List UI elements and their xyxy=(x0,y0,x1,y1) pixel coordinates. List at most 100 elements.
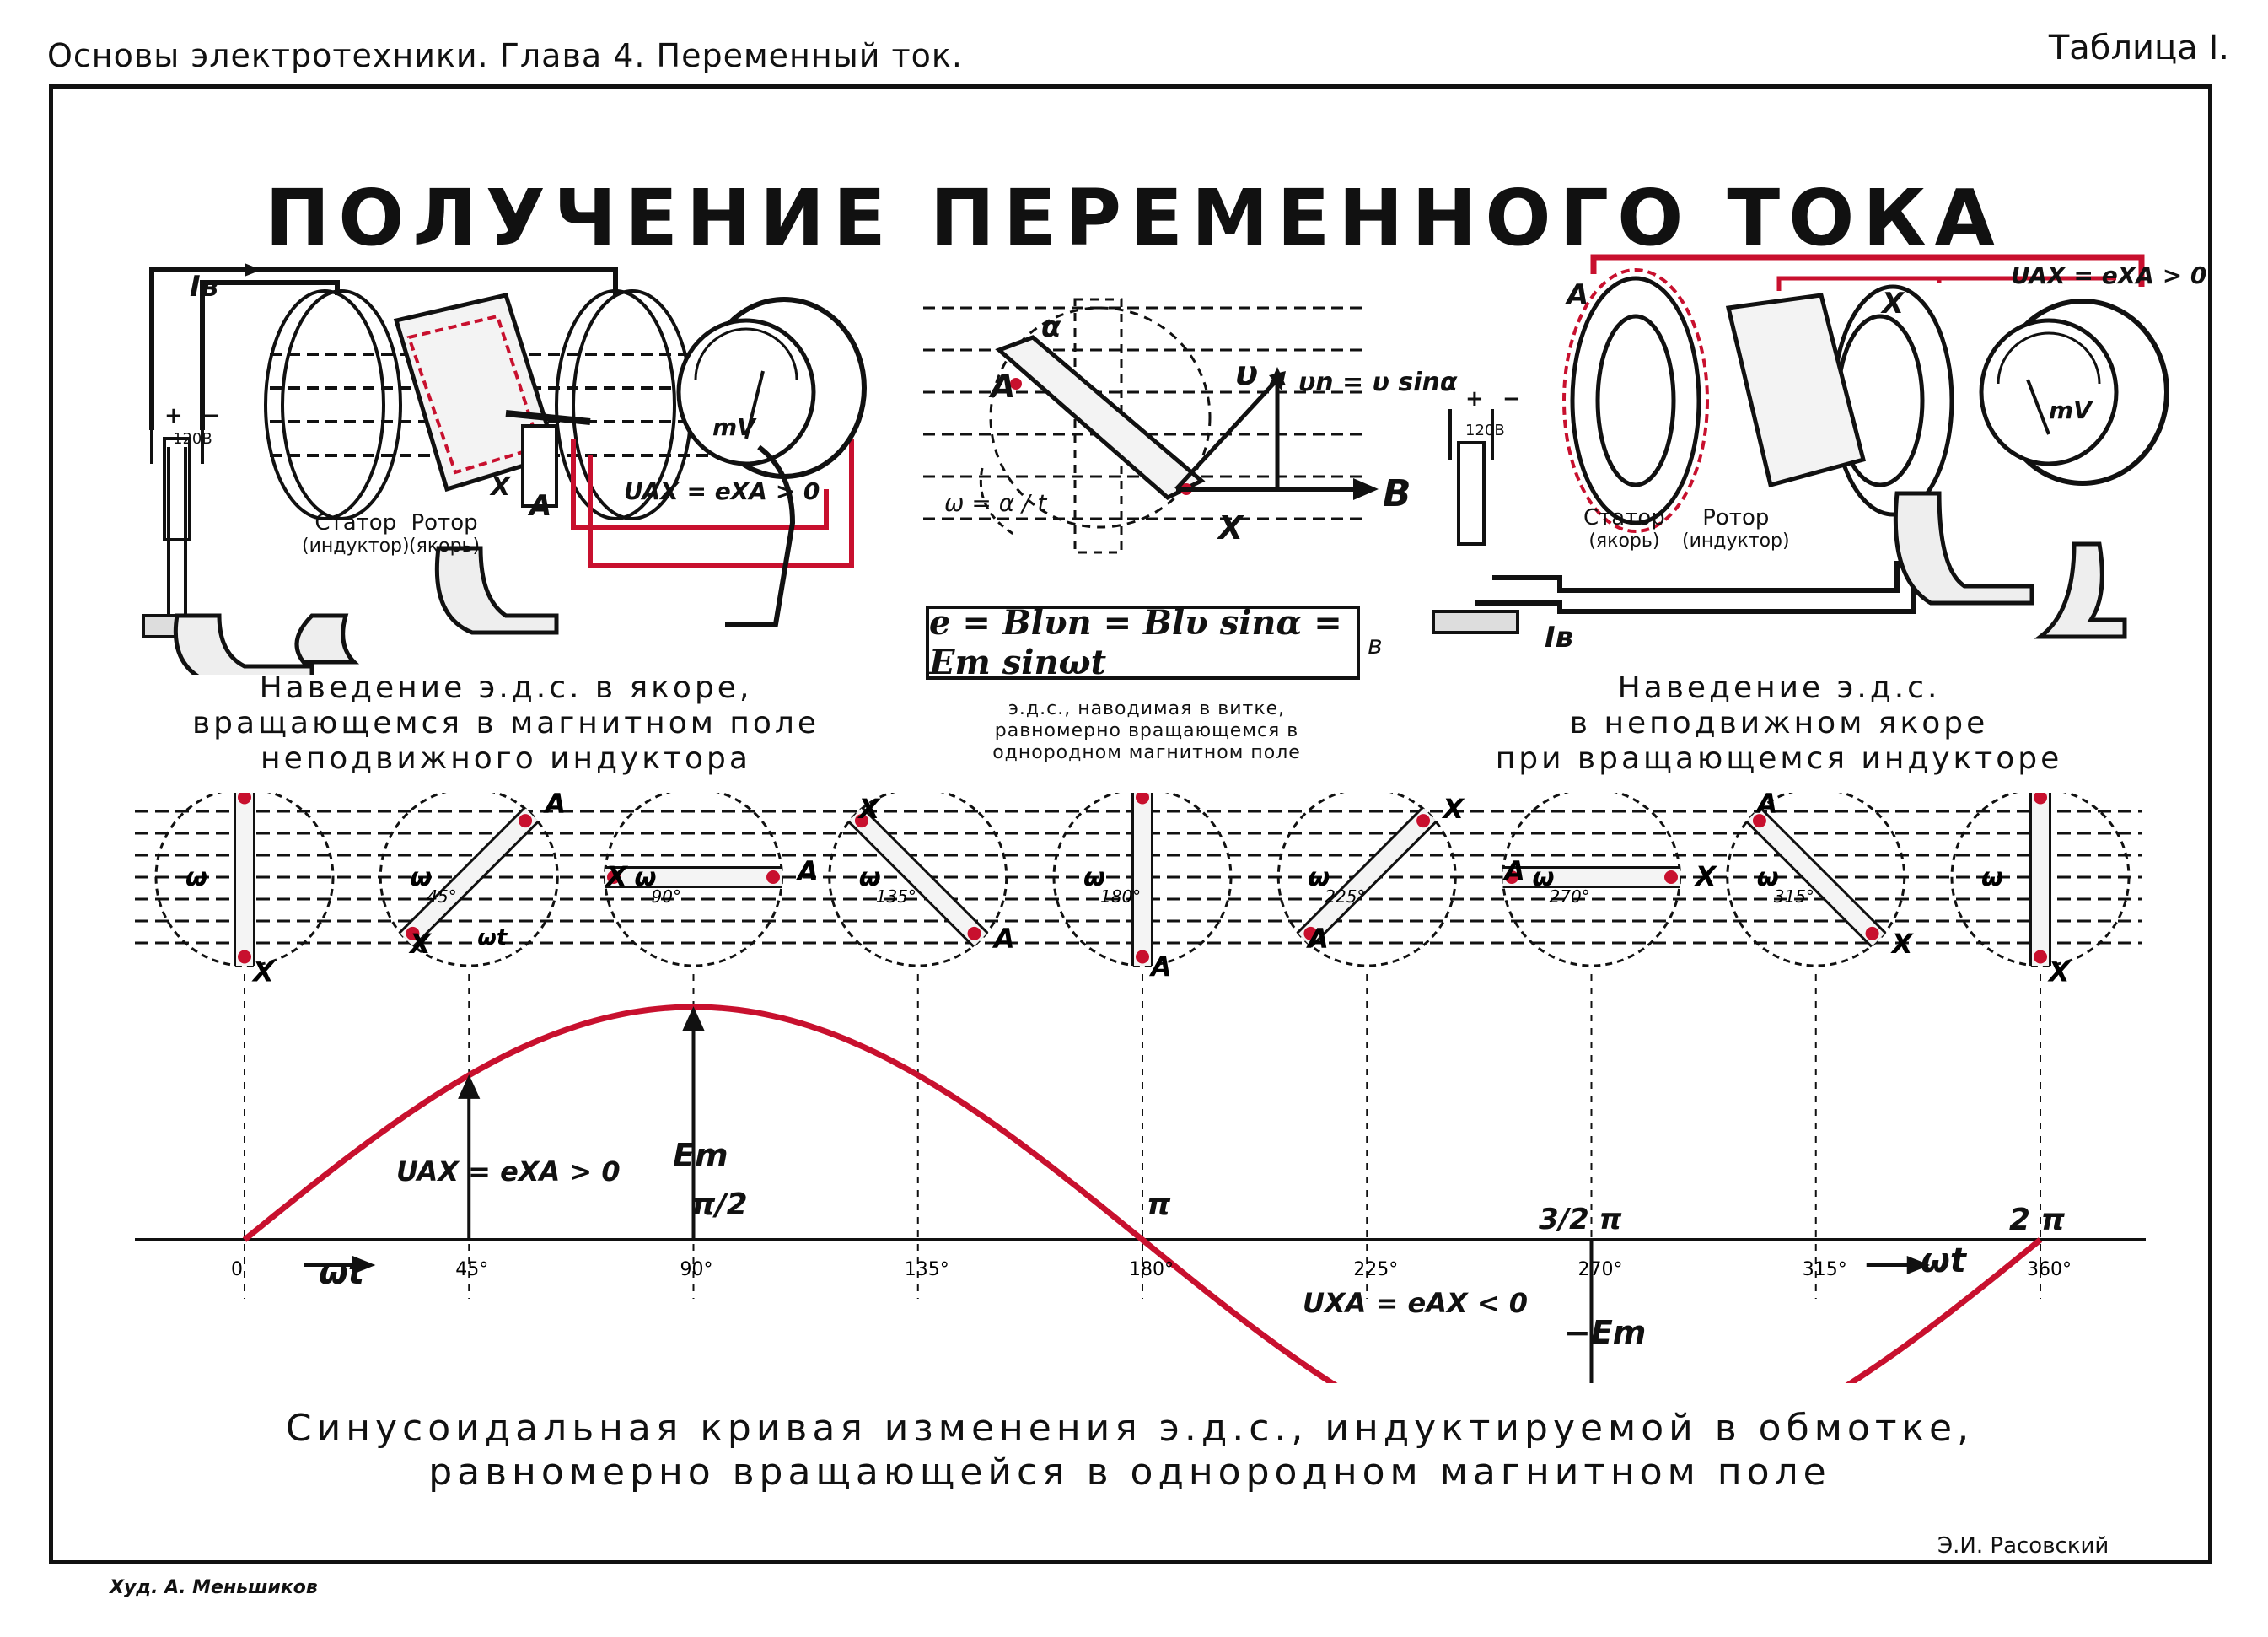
right-voltmeter-unit: mV xyxy=(2049,396,2092,424)
conductor-a xyxy=(1136,950,1149,964)
emf-formula: e = Blυn = Blυ sinα = Em sinωt xyxy=(929,603,1342,682)
left-caption: Наведение э.д.с. в якоре, вращающемся в … xyxy=(191,670,820,776)
label-pi: π xyxy=(1147,1187,1171,1222)
position-label-angle: 225° xyxy=(1325,886,1365,907)
label-em: Em xyxy=(673,1137,728,1174)
position-label-a: A xyxy=(1148,950,1172,983)
conductor-a xyxy=(519,814,533,828)
left-label-minus: − xyxy=(202,403,221,428)
right-voltmeter xyxy=(1979,299,2169,486)
position-label-a: A xyxy=(1305,923,1329,955)
conductor-a xyxy=(238,793,251,805)
position-label-extra: ωt xyxy=(477,925,508,950)
axis-tick-label: 315° xyxy=(1803,1259,1847,1280)
right-stands xyxy=(1893,491,2127,639)
rotation-circle xyxy=(1052,793,1233,967)
right-label-voltage: 120В xyxy=(1465,422,1505,439)
position-label-x: X xyxy=(1441,793,1465,825)
right-rotor-label: Ротор (индуктор) xyxy=(1682,505,1790,552)
right-battery-stand xyxy=(1432,409,1519,634)
position-label-a: A xyxy=(992,923,1015,955)
right-voltage-expr: UAX = eXA > 0 xyxy=(2011,261,2207,289)
right-label-minus: − xyxy=(1502,386,1521,412)
axis-tick-label: 0 xyxy=(231,1259,243,1280)
poster-title: ПОЛУЧЕНИЕ ПЕРЕМЕННОГО ТОКА xyxy=(265,173,2003,263)
position-label-omega: ω xyxy=(1308,863,1330,892)
right-stator-label: Статор (якорь) xyxy=(1583,505,1665,552)
axis-tick-label: 270° xyxy=(1578,1259,1623,1280)
projection-lines xyxy=(244,974,2041,1299)
axis-tick-label: 225° xyxy=(1353,1259,1398,1280)
omega-arrow-left-head xyxy=(352,1256,376,1274)
author-credit: Э.И. Расовский xyxy=(1937,1533,2109,1559)
loop-bar-fill xyxy=(1298,808,1436,946)
emf-formula-box: e = Blυn = Blυ sinα = Em sinωt xyxy=(926,603,1360,682)
rotation-circle xyxy=(154,793,335,967)
center-label-vn: υn = υ sinα xyxy=(1298,368,1458,397)
stator xyxy=(264,289,708,520)
position-label-a: A xyxy=(542,793,566,820)
left-stator-label: Статор (индуктор) xyxy=(302,510,410,557)
center-label-v: υ xyxy=(1235,354,1259,393)
conductor-a xyxy=(1752,814,1766,828)
left-rotor-label: Ротор (якорь) xyxy=(409,510,481,557)
bottom-caption: Синусоидальная кривая изменения э.д.с., … xyxy=(285,1407,1975,1494)
rotation-circle xyxy=(1726,793,1906,967)
artist-credit: Худ. А. Меньшиков xyxy=(110,1577,318,1598)
conductor-x xyxy=(2034,950,2047,964)
omega-arrow-right-head xyxy=(1906,1256,1931,1274)
left-label-current: Iв xyxy=(190,270,219,304)
label-neg-em: −Em xyxy=(1564,1314,1647,1351)
position-label-omega: ω xyxy=(185,863,207,892)
position-label-angle: 270° xyxy=(1550,886,1590,907)
poster-frame xyxy=(49,84,2212,1564)
right-caption: Наведение э.д.с. в неподвижном якоре при… xyxy=(1495,670,2063,776)
conductor-a xyxy=(967,926,981,940)
position-label-omega: ω xyxy=(1083,863,1105,892)
rotation-circle xyxy=(379,793,559,967)
left-voltage-expr: UAX = eXA > 0 xyxy=(624,477,820,505)
position-label-angle: 180° xyxy=(1100,886,1141,907)
position-label-x: X xyxy=(605,860,628,892)
position-label-x: X xyxy=(857,793,881,825)
right-label-x: X xyxy=(1882,287,1905,320)
center-label-x: X xyxy=(1218,509,1244,547)
axis-label-omega-t-right: ωt xyxy=(1921,1241,1966,1280)
loop-position: A Xω180° xyxy=(1052,793,1233,983)
conductor-x xyxy=(854,814,868,828)
sine-graph-panel: AXωAXω45°ωtAXω90°AXω135°AXω180°AXω225°AX… xyxy=(135,793,2146,1383)
right-label-a: A xyxy=(1567,278,1589,312)
loop-bar-fill xyxy=(400,808,538,946)
left-label-x: X xyxy=(491,472,511,502)
loop-positions: AXωAXω45°ωtAXω90°AXω135°AXω180°AXω225°AX… xyxy=(154,793,2131,988)
conductor-x xyxy=(1865,926,1879,940)
axis-tick-label: 45° xyxy=(455,1259,488,1280)
label-two-pi: 2 π xyxy=(2009,1203,2066,1237)
right-rotor-coil xyxy=(1725,293,1867,488)
axis-tick-label: 360° xyxy=(2027,1259,2072,1280)
position-label-omega: ω xyxy=(859,863,881,892)
position-label-x: X xyxy=(408,928,432,960)
left-label-a: A xyxy=(529,489,552,523)
conductor-x xyxy=(238,950,251,964)
position-label-x: X xyxy=(2047,956,2071,988)
machine-stands xyxy=(173,546,559,675)
center-loop-diagram xyxy=(923,298,1379,554)
left-label-plus: + xyxy=(164,403,183,428)
right-generator-illustration xyxy=(1432,254,2169,639)
emf-sine-curve xyxy=(242,1004,2043,1383)
rotation-circle xyxy=(828,793,1008,967)
conductor-a xyxy=(1303,926,1318,940)
label-positive-expr: UAX = eXA > 0 xyxy=(396,1155,621,1187)
position-label-x: X xyxy=(251,956,275,988)
position-label-a: A xyxy=(1755,793,1778,820)
position-label-omega: ω xyxy=(1533,863,1555,892)
loop-position: AXω xyxy=(1950,793,2131,988)
label-three-half-pi: 3/2 π xyxy=(1539,1203,1622,1236)
position-label-x: X xyxy=(1149,793,1173,797)
